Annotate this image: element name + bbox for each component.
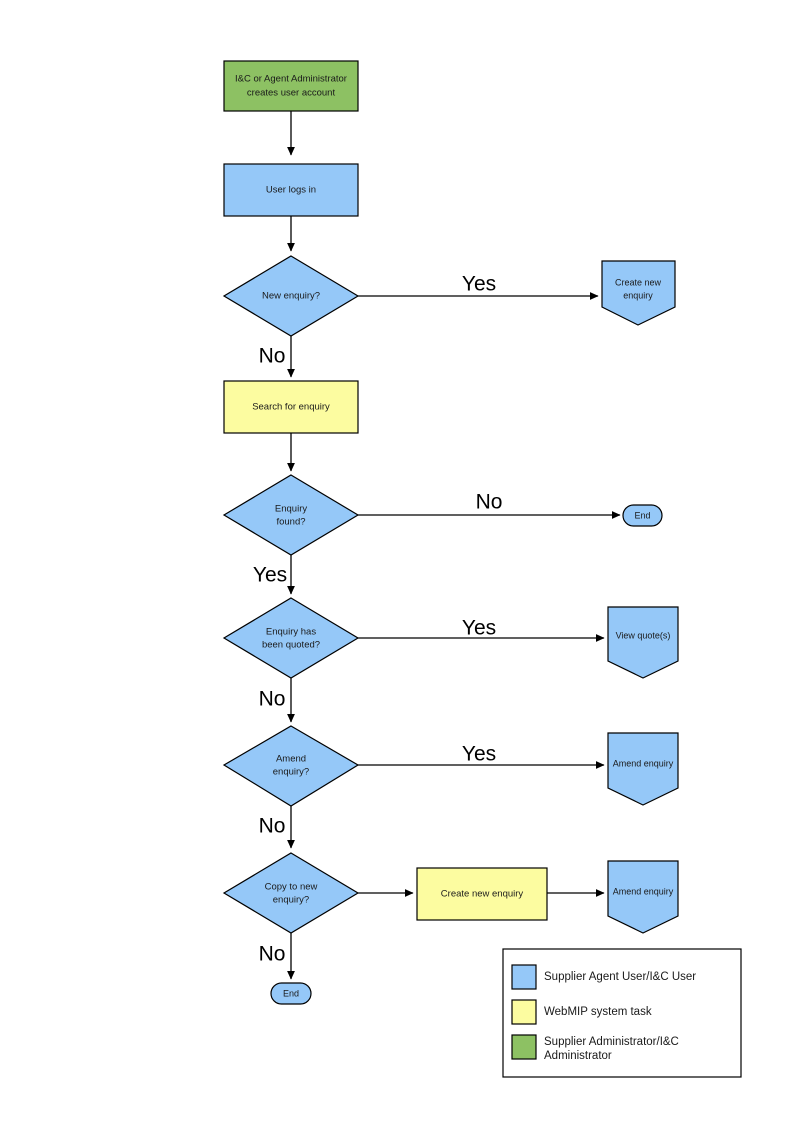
edge-label-quoted-yes: Yes	[462, 617, 496, 640]
node-create-new-enquiry-task[interactable]: Create new enquiry	[416, 867, 548, 921]
legend-container	[502, 948, 742, 1078]
view-quotes-doc-label: View quote(s)	[616, 630, 671, 640]
node-end-final[interactable]: End	[270, 982, 312, 1005]
enquiry-quoted-decision-label-line2: been quoted?	[262, 640, 320, 651]
legend-item-webmip-system-task: WebMIP system task	[511, 999, 652, 1025]
edge-label-amend-no: No	[259, 815, 286, 838]
node-user-logs-in[interactable]: User logs in	[223, 163, 359, 217]
node-end-not-found[interactable]: End	[622, 504, 663, 527]
search-for-enquiry-shape	[223, 380, 359, 434]
new-enquiry-decision-shape	[222, 255, 360, 337]
node-search-for-enquiry[interactable]: Search for enquiry	[223, 380, 359, 434]
amend-enquiry-doc-1-label: Amend enquiry	[613, 758, 674, 768]
amend-enquiry-decision-label-line1: Amend	[276, 754, 306, 765]
node-create-account[interactable]: I&C or Agent Administrator creates user …	[223, 60, 359, 112]
edge-label-found-yes: Yes	[253, 564, 287, 587]
node-create-new-enquiry-doc[interactable]: Create new enquiry	[601, 260, 676, 326]
copy-to-new-decision-label-line2: enquiry?	[273, 895, 309, 906]
enquiry-found-decision-shape	[222, 474, 360, 556]
create-new-enquiry-doc-label-line2: enquiry	[623, 290, 653, 300]
copy-to-new-decision-label-line1: Copy to new	[265, 882, 318, 893]
node-view-quotes-doc[interactable]: View quote(s)	[607, 606, 679, 679]
legend-item-supplier-administrator: Supplier Administrator/I&C Administrator	[511, 1034, 679, 1062]
amend-enquiry-doc-1-shape	[607, 732, 679, 806]
legend-swatch-yellow	[511, 999, 537, 1025]
amend-enquiry-decision-label-line2: enquiry?	[273, 767, 309, 778]
amend-enquiry-doc-2-label: Amend enquiry	[613, 886, 674, 896]
copy-to-new-decision-shape	[222, 852, 360, 934]
enquiry-found-decision-label-line2: found?	[276, 517, 305, 528]
user-logs-in-label: User logs in	[266, 185, 316, 196]
create-new-enquiry-task-shape	[416, 867, 548, 921]
create-account-label-line1: I&C or Agent Administrator	[235, 74, 347, 85]
create-account-label-line2: creates user account	[247, 88, 336, 99]
node-amend-enquiry-decision[interactable]: Amend enquiry?	[222, 725, 360, 807]
edge-label-newenquiry-no: No	[259, 345, 286, 368]
legend-label-green-line2: Administrator	[544, 1050, 612, 1062]
end-final-label: End	[283, 988, 299, 998]
legend-label-blue: Supplier Agent User/I&C User	[544, 971, 696, 983]
node-new-enquiry-decision[interactable]: New enquiry?	[222, 255, 360, 337]
edge-label-found-no: No	[476, 491, 503, 514]
create-new-enquiry-task-label: Create new enquiry	[441, 889, 524, 900]
end-final-shape	[270, 982, 312, 1005]
edges-layer	[287, 111, 621, 980]
enquiry-quoted-decision-shape	[222, 597, 360, 679]
edge-label-copy-no: No	[259, 943, 286, 966]
search-for-enquiry-label: Search for enquiry	[252, 402, 330, 413]
legend-label-green-line1: Supplier Administrator/I&C	[544, 1036, 679, 1048]
edge-label-quoted-no: No	[259, 688, 286, 711]
new-enquiry-decision-label: New enquiry?	[262, 291, 320, 302]
end-not-found-label: End	[634, 510, 650, 520]
amend-enquiry-decision-shape	[222, 725, 360, 807]
create-account-shape	[223, 60, 359, 112]
node-amend-enquiry-doc-1[interactable]: Amend enquiry	[607, 732, 679, 806]
enquiry-quoted-decision-label-line1: Enquiry has	[266, 627, 316, 638]
legend-item-supplier-agent-user: Supplier Agent User/I&C User	[511, 964, 696, 990]
edge-labels-layer: Yes No No Yes Yes No Yes No No	[253, 273, 503, 966]
view-quotes-doc-shape	[607, 606, 679, 679]
node-copy-to-new-decision[interactable]: Copy to new enquiry?	[222, 852, 360, 934]
node-enquiry-quoted-decision[interactable]: Enquiry has been quoted?	[222, 597, 360, 679]
edge-label-newenquiry-yes: Yes	[462, 273, 496, 296]
end-not-found-shape	[622, 504, 663, 527]
legend-swatch-blue	[511, 964, 537, 990]
amend-enquiry-doc-2-shape	[607, 860, 679, 934]
legend-label-yellow: WebMIP system task	[544, 1006, 652, 1018]
user-logs-in-shape	[223, 163, 359, 217]
create-new-enquiry-doc-shape	[601, 260, 676, 326]
legend: Supplier Agent User/I&C User WebMIP syst…	[502, 948, 742, 1078]
legend-swatch-green	[511, 1034, 537, 1060]
enquiry-found-decision-label-line1: Enquiry	[275, 504, 307, 515]
node-enquiry-found-decision[interactable]: Enquiry found?	[222, 474, 360, 556]
create-new-enquiry-doc-label-line1: Create new	[615, 277, 662, 287]
node-amend-enquiry-doc-2[interactable]: Amend enquiry	[607, 860, 679, 934]
edge-label-amend-yes: Yes	[462, 743, 496, 766]
